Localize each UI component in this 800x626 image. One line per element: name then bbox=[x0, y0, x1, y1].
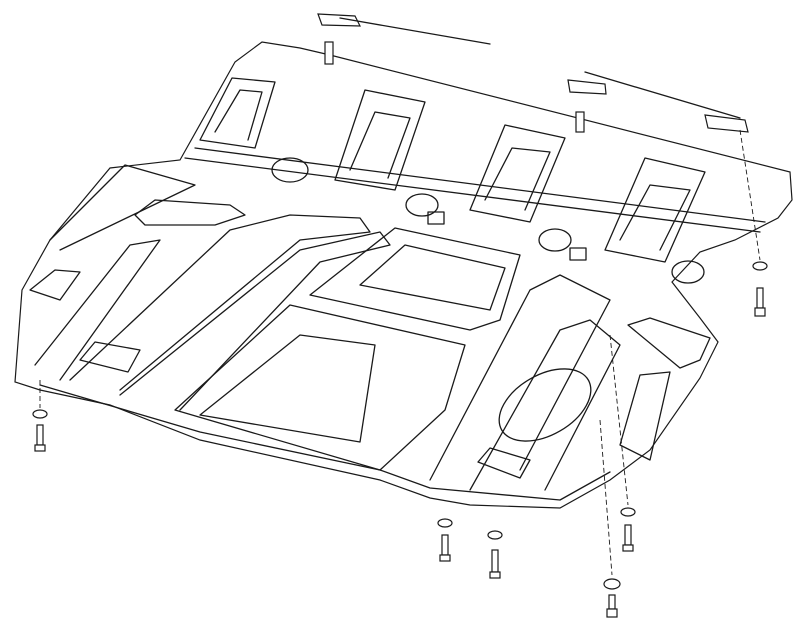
rear-ribs bbox=[199, 77, 706, 284]
bolt-front-right-1 bbox=[620, 507, 636, 552]
right-channels bbox=[429, 274, 711, 491]
center-window bbox=[309, 227, 521, 331]
right-opening bbox=[498, 368, 592, 442]
skid-plate-outline bbox=[14, 41, 793, 509]
bolt-front-right-2 bbox=[603, 578, 621, 618]
bolt-front-left bbox=[32, 409, 48, 452]
rear-bracket-right bbox=[567, 71, 749, 133]
assembly-lines bbox=[39, 129, 761, 576]
rear-bracket-left bbox=[317, 13, 491, 65]
large-opening bbox=[174, 304, 466, 471]
bolt-front-center-2 bbox=[487, 530, 503, 579]
plate-front-edge bbox=[39, 384, 611, 501]
plate-clips bbox=[427, 211, 587, 261]
bolt-front-center-1 bbox=[437, 518, 453, 562]
bolt-rear-right bbox=[752, 261, 768, 317]
embossed-channels bbox=[29, 164, 391, 411]
